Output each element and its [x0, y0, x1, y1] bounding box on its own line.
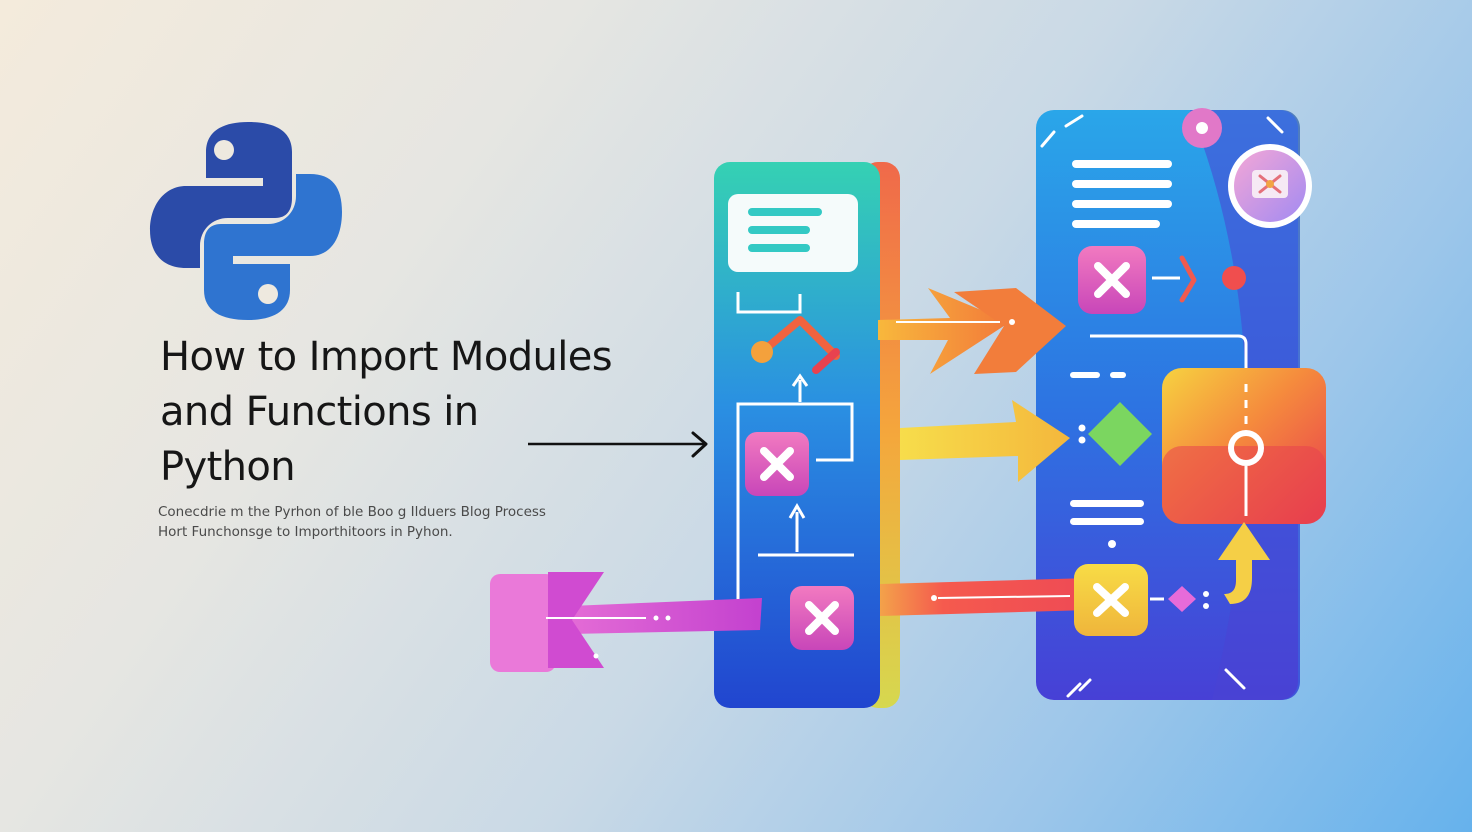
code-line — [748, 226, 810, 234]
subtitle: Conecdrie m the Pyrhon of ble Boo g Ildu… — [158, 502, 628, 542]
text-line — [1072, 220, 1160, 228]
title-line: How to Import Modules — [160, 334, 613, 380]
git-branch-icon — [751, 316, 840, 374]
python-logo-blue-snake — [150, 122, 292, 268]
diamond-node — [1088, 402, 1152, 466]
orange-arrow — [878, 288, 1066, 374]
text-line — [1070, 518, 1144, 525]
title-line: and Functions in — [160, 389, 479, 435]
image-icon — [1228, 144, 1312, 228]
python-logo-eye-bottom — [258, 284, 278, 304]
connector-line — [736, 292, 802, 314]
status-dot — [1222, 266, 1246, 290]
page-title: How to Import Modules and Functions in P… — [160, 330, 680, 495]
text-line — [1070, 372, 1100, 378]
text-line — [1072, 200, 1172, 208]
title-line: Python — [160, 444, 296, 490]
target-ring-icon — [1228, 430, 1264, 466]
text-line — [1072, 180, 1172, 188]
yellow-arrow — [900, 400, 1070, 482]
yellow-up-arrow — [1218, 522, 1270, 604]
pointer-arrow — [528, 431, 708, 458]
diamond-node — [1168, 586, 1196, 612]
output-module-block — [1162, 368, 1326, 524]
text-line — [1070, 500, 1144, 507]
python-logo — [150, 122, 342, 320]
magenta-arrow — [490, 572, 762, 672]
red-arrow — [880, 564, 1209, 636]
chevron-right-icon — [1179, 255, 1197, 303]
connector-line — [1090, 334, 1248, 382]
python-logo-light-snake — [204, 174, 342, 320]
text-line — [1110, 372, 1126, 378]
right-panel-wave — [1190, 110, 1300, 700]
text-line — [1072, 160, 1172, 168]
left-module-panel — [714, 162, 900, 708]
code-line — [748, 208, 822, 216]
subtitle-line: Conecdrie m the Pyrhon of ble Boo g Ildu… — [158, 504, 546, 520]
subtitle-line: Hort Funchonsge to Importhitoors in Pyho… — [158, 524, 453, 540]
python-logo-eye-top — [214, 140, 234, 160]
code-line — [748, 244, 810, 252]
connector-line — [736, 402, 854, 600]
